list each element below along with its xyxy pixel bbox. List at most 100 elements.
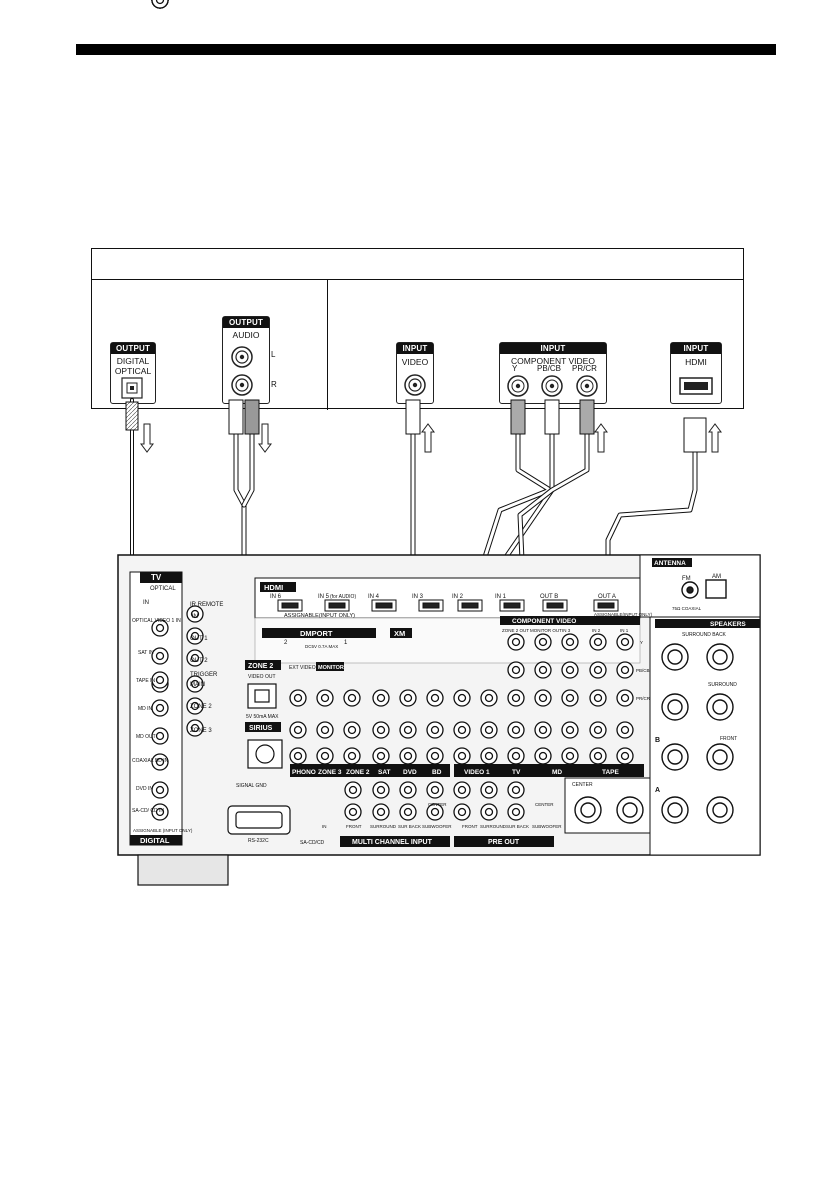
multi-surback-label: SUR BACK (398, 824, 421, 829)
rca-jack-ring (376, 785, 386, 795)
rca-jack-ring (190, 653, 200, 663)
col-dvd: DVD (403, 769, 417, 776)
rca-jack-ring (376, 693, 386, 703)
tv-audio-l-port (231, 346, 253, 368)
rca-jack-ring (293, 751, 303, 761)
hdmi-in4-label: IN 4 (368, 594, 380, 600)
tv-panel-header (92, 249, 743, 280)
tv-digital-optical-output[interactable]: OUTPUT DIGITAL OPTICAL (110, 342, 156, 404)
rca-jack-ring (403, 751, 413, 761)
hdmi-label: HDMI (685, 357, 707, 367)
rca-jack-ring (511, 637, 521, 647)
rca-jack-ring (538, 725, 548, 735)
rca-jack-ring (190, 631, 200, 641)
rca-jack-ring (430, 693, 440, 703)
hdmi-in1-label: IN 1 (495, 594, 507, 600)
multi-surround-label: SURROUND (370, 824, 397, 829)
rca-jack-ring (620, 665, 630, 675)
rca-jack-ring (155, 703, 165, 713)
rca-jack-ring (538, 693, 548, 703)
hdmi-assignable-label: ASSIGNABLE(INPUT ONLY) (284, 613, 355, 619)
digital-footer: DIGITAL (140, 836, 170, 845)
component-pb: PB/CB (636, 668, 650, 673)
receiver-optical-label: OPTICAL (150, 586, 176, 592)
rca-jack-ring (620, 637, 630, 647)
rca-jack-ring (565, 725, 575, 735)
antenna-label: ANTENNA (654, 560, 686, 567)
col-tape: TAPE (602, 769, 620, 776)
pre-out-footer: PRE OUT (488, 839, 520, 846)
rs232c-port (227, 805, 291, 835)
receiver-rca-jacks (151, 0, 634, 821)
rca-jack-ring (293, 725, 303, 735)
tv-hdmi-port (679, 377, 713, 395)
am-label: AM (712, 574, 721, 580)
rca-jack-ring (430, 725, 440, 735)
multi-front-label: FRONT (346, 824, 362, 829)
component-y: Y (640, 640, 643, 645)
rca-jack-ring (511, 785, 521, 795)
multi-center-label: CENTER (428, 802, 447, 807)
tv-video-port (404, 374, 426, 396)
audio-r-label: R (271, 380, 277, 389)
col-zone2: ZONE 2 (346, 769, 370, 776)
rca-jack-ring (457, 693, 467, 703)
trigger-zone2-label: ZONE 2 (190, 704, 212, 710)
tv-component-ports (507, 375, 598, 397)
rca-jack-ring (593, 693, 603, 703)
sirius-label: SIRIUS (249, 725, 273, 732)
hdmi-outb-label: OUT B (540, 594, 558, 600)
rca-jack-ring (511, 725, 521, 735)
audio-label: AUDIO (232, 330, 260, 340)
rca-jack-ring (190, 723, 200, 733)
rca-jack-ring (376, 751, 386, 761)
speaker-a-label: A (655, 787, 660, 794)
rca-jack-ring (320, 751, 330, 761)
zone2-video-port (247, 683, 277, 709)
digital-in-optical-video1: OPTICAL VIDEO 1 IN (132, 618, 181, 624)
rca-jack-ring (155, 0, 165, 5)
receiver-hdmi-ports (277, 599, 619, 612)
digital-in-dvd: DVD IN (136, 786, 153, 792)
rca-jack-ring (155, 785, 165, 795)
speakers-label: SPEAKERS (710, 621, 746, 628)
output-tag: OUTPUT (223, 317, 269, 328)
multi-channel-footer: MULTI CHANNEL INPUT (352, 839, 433, 846)
receiver-tv-header: TV (151, 573, 162, 582)
fm-label: FM (682, 576, 691, 582)
ir-out1-label: OUT 1 (190, 636, 208, 642)
fm-note: 75Ω COAXIAL (672, 606, 702, 611)
hdmi-in6-label: IN 6 (270, 594, 282, 600)
speaker-b-label: B (655, 737, 660, 744)
component-pr-label: PR/CR (572, 364, 597, 373)
col-phono: PHONO (292, 769, 316, 776)
zone2-video-out: VIDEO OUT (248, 674, 276, 680)
tv-panel-divider (327, 279, 328, 410)
rca-jack-ring (484, 693, 494, 703)
rca-jack-ring (348, 785, 358, 795)
col-bd: BD (432, 769, 442, 776)
rca-jack-ring (348, 807, 358, 817)
rca-jack-ring (190, 679, 200, 689)
col-zone3: ZONE 3 (318, 769, 342, 776)
rca-jack-ring (565, 751, 575, 761)
component-y-label: Y (512, 364, 518, 373)
sirius-port (247, 739, 283, 769)
preout-center-label: CENTER (535, 802, 554, 807)
section-rule (76, 44, 776, 55)
dmport-2-label: 2 (284, 640, 288, 646)
ext-video-label: EXT VIDEO (289, 665, 316, 671)
tv-optical-port (121, 377, 143, 399)
rca-jack-ring (190, 609, 200, 619)
rca-jack-ring (484, 785, 494, 795)
hdmi-in2-label: IN 2 (452, 594, 464, 600)
rca-jack-ring (430, 807, 440, 817)
ir-in-label: IN (192, 614, 198, 620)
component-pb-label: PB/CB (537, 364, 562, 373)
dmport-1-label: 1 (344, 640, 348, 646)
dmport-spec: DC5V 0.7A MAX (305, 644, 338, 649)
col-md: MD (552, 769, 562, 776)
tv-side-plugs (125, 399, 707, 453)
hdmi-in3-label: IN 3 (412, 594, 424, 600)
preout-surround-label: SURROUND (480, 824, 507, 829)
